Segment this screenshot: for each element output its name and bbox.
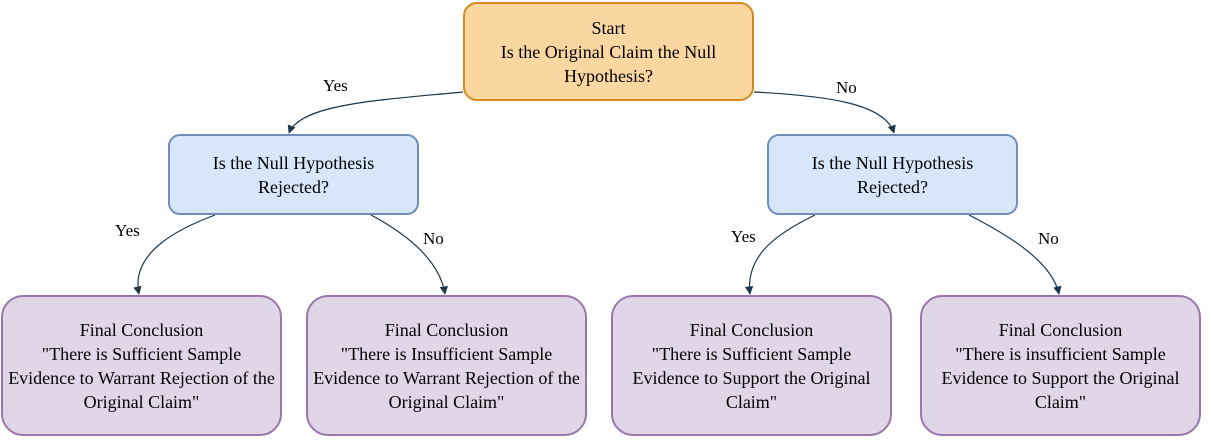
edge-label-right-no: No xyxy=(1036,229,1061,249)
conclusion-support-claim-insufficient: Final Conclusion "There is insufficient … xyxy=(920,295,1201,436)
start-node: Start Is the Original Claim the Null Hyp… xyxy=(463,2,754,101)
edge-label-left-no: No xyxy=(421,229,446,249)
edge-left-yes xyxy=(133,214,216,295)
conclusion-reject-claim-insufficient: Final Conclusion "There is Insufficient … xyxy=(306,295,587,436)
conclusion-reject-claim-sufficient: Final Conclusion "There is Sufficient Sa… xyxy=(1,295,282,436)
edge-label-start-yes: Yes xyxy=(321,76,350,96)
null-hypothesis-question-right: Is the Null Hypothesis Rejected? xyxy=(767,134,1018,215)
null-hypothesis-question-left: Is the Null Hypothesis Rejected? xyxy=(168,134,419,215)
edge-label-right-yes: Yes xyxy=(729,227,758,247)
conclusion-support-claim-sufficient: Final Conclusion "There is Sufficient Sa… xyxy=(611,295,892,436)
edge-label-left-yes: Yes xyxy=(113,221,142,241)
edge-start-yes xyxy=(287,91,464,134)
edge-right-yes xyxy=(744,214,816,295)
edge-start-no xyxy=(753,91,896,134)
edge-right-no xyxy=(968,214,1062,295)
edge-left-no xyxy=(370,214,448,295)
edge-label-start-no: No xyxy=(834,78,859,98)
